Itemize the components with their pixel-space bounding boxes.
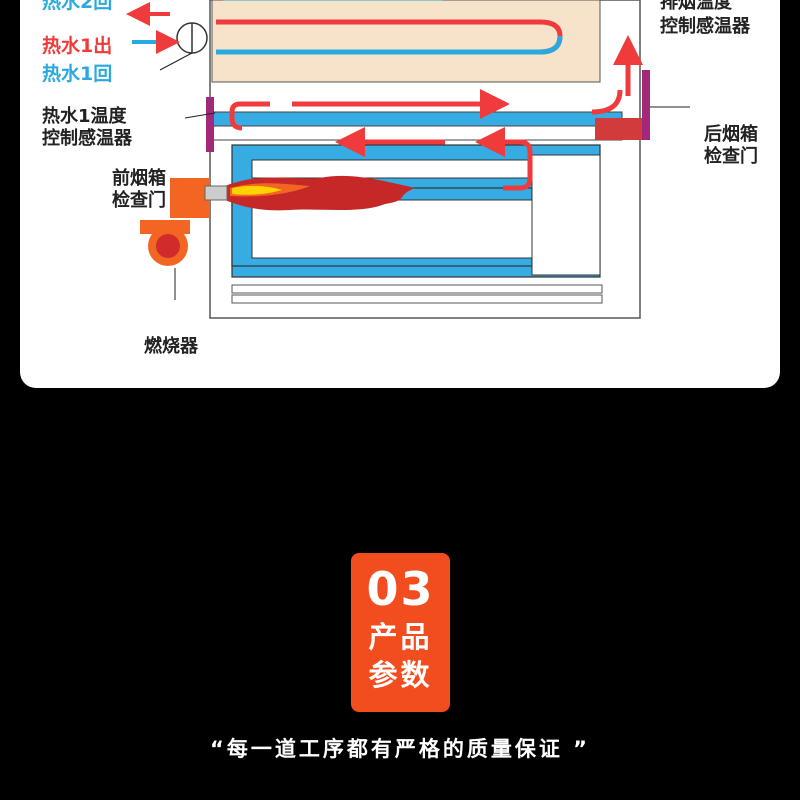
section-badge: 03 产品 参数 — [351, 553, 450, 712]
rear-smoke-box-door — [642, 70, 650, 140]
section-title-line2: 参数 — [368, 658, 433, 692]
label-hw1-sensor-line2: 控制感温器 — [42, 127, 133, 149]
flue-band-top — [211, 111, 623, 127]
boiler-diagram-panel: 热水2回 排烟温度 控制感温器 热水1出 热水1回 热水1温度 控制感温器 后烟… — [20, 0, 780, 388]
label-hw1-sensor-line1: 热水1温度 — [42, 105, 128, 127]
label-rear-box-line1: 后烟箱 — [704, 123, 758, 145]
label-hot-water-1-out: 热水1出 — [42, 34, 112, 57]
label-hot-water-2-return: 热水2回 — [42, 0, 112, 13]
label-front-box-line2: 检查门 — [112, 189, 166, 211]
label-exhaust-line1: 排烟温度 — [660, 0, 733, 13]
label-front-box-line1: 前烟箱 — [112, 167, 166, 189]
label-exhaust-line2: 控制感温器 — [660, 15, 751, 37]
slogan: “每一道工序都有严格的质量保证 ” — [210, 737, 590, 761]
label-burner: 燃烧器 — [144, 335, 199, 357]
section-number: 03 — [366, 562, 435, 616]
boiler-diagram: 热水2回 排烟温度 控制感温器 热水1出 热水1回 热水1温度 控制感温器 后烟… — [42, 0, 758, 357]
section-title-line1: 产品 — [368, 620, 433, 654]
front-smoke-box-door — [206, 97, 214, 152]
label-rear-box-line2: 检查门 — [704, 145, 758, 167]
label-hot-water-1-return: 热水1回 — [42, 62, 112, 85]
burner-icon — [140, 178, 228, 266]
water-jacket — [211, 0, 601, 83]
